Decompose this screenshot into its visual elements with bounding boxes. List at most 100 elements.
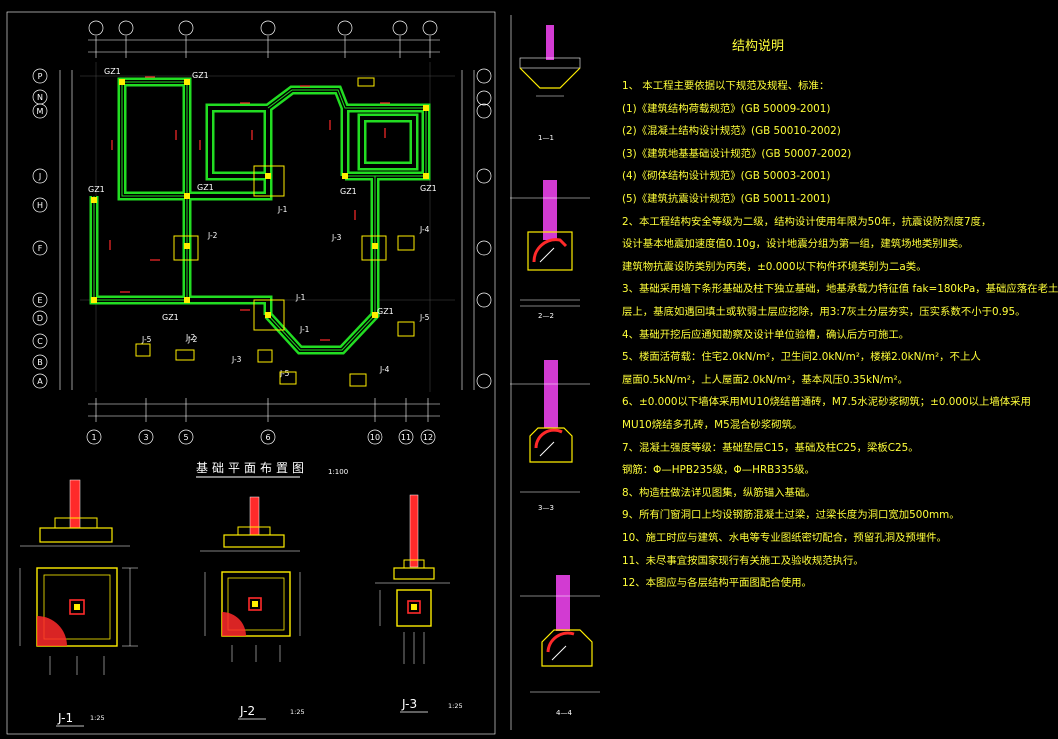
footing-tag: J-1 bbox=[299, 325, 310, 334]
note-line: 层上，基底如遇回填土或软弱土层应挖除，用3:7灰土分层夯实，压实系数不小于0.9… bbox=[622, 306, 1026, 318]
cad-drawing-canvas: 1 3 5 6 10 11 12 P N M J H F E D C B A bbox=[6, 11, 600, 735]
column-label: GZ1 bbox=[340, 187, 357, 196]
axis-y-label: M bbox=[37, 107, 44, 116]
axis-bubbles-left bbox=[32, 68, 48, 389]
axis-y-label: J bbox=[38, 172, 41, 181]
axis-y-label: D bbox=[37, 314, 43, 323]
plan-red-annotations bbox=[109, 76, 390, 341]
axis-labels-left: P N M J H F E D C B A bbox=[37, 72, 44, 386]
column-label: GZ1 bbox=[88, 185, 105, 194]
axis-x-label: 1 bbox=[91, 433, 96, 442]
footing-tag: J-4 bbox=[379, 365, 390, 374]
column-label: GZ1 bbox=[197, 183, 214, 192]
plan-title: 基础平面布置图 bbox=[196, 461, 308, 475]
axis-x-label: 12 bbox=[423, 433, 433, 442]
note-line: MU10烧结多孔砖，M5混合砂浆砌筑。 bbox=[622, 419, 803, 431]
structural-columns bbox=[91, 79, 429, 318]
section-1-1 bbox=[519, 25, 581, 97]
section-label: 4—4 bbox=[556, 709, 572, 717]
footing-tags: J-1 J-2 J-3 J-4 J-5 J-1 J-2 J-3 J-5 J-1 … bbox=[141, 205, 430, 378]
axis-y-label: A bbox=[37, 377, 43, 386]
detail-scale: 1:25 bbox=[448, 702, 463, 710]
section-label: 3—3 bbox=[538, 504, 554, 512]
note-line: 设计基本地震加速度值0.10g，设计地震分组为第一组，建筑场地类别Ⅱ类。 bbox=[622, 238, 969, 251]
column-label: GZ1 bbox=[192, 71, 209, 80]
section-2-2 bbox=[510, 180, 590, 307]
note-line: 5、楼面活荷载：住宅2.0kN/m²，卫生间2.0kN/m²，楼梯2.0kN/m… bbox=[622, 351, 981, 364]
notes-title: 结构说明 bbox=[732, 39, 785, 54]
axis-y-label: P bbox=[38, 72, 43, 81]
axis-y-label: N bbox=[37, 93, 43, 102]
footing-tag: J-2 bbox=[207, 231, 218, 240]
footing-tag: J-1 bbox=[295, 293, 306, 302]
axis-bubbles-top bbox=[88, 20, 438, 36]
column-label: GZ1 bbox=[104, 67, 121, 76]
detail-label: J-2 bbox=[239, 704, 255, 718]
axis-y-label: C bbox=[37, 337, 43, 346]
note-line: 4、基础开挖后应通知勘察及设计单位验槽，确认后方可施工。 bbox=[622, 328, 910, 341]
footing-tag: J-2 bbox=[185, 333, 196, 342]
footing-tag: J-3 bbox=[331, 233, 342, 242]
section-3-3 bbox=[510, 360, 590, 493]
note-line: 1、 本工程主要依据以下规范及规程、标准： bbox=[622, 80, 830, 92]
detail-scale: 1:25 bbox=[90, 714, 105, 722]
note-line: (3)《建筑地基基础设计规范》(GB 50007-2002) bbox=[622, 147, 852, 160]
detail-scale: 1:25 bbox=[290, 708, 305, 716]
axis-y-label: B bbox=[37, 358, 43, 367]
detail-labels: J-1 1:25 J-2 1:25 J-3 1:25 bbox=[57, 697, 463, 725]
detail-j2 bbox=[200, 496, 301, 662]
note-line: 11、未尽事宜按国家现行有关施工及验收规范执行。 bbox=[622, 554, 864, 567]
note-line: 3、基础采用墙下条形基础及柱下独立基础，地基承载力特征值 fak=180kPa，… bbox=[622, 283, 1058, 296]
note-line: 7、混凝土强度等级：基础垫层C15，基础及柱C25，梁板C25。 bbox=[622, 441, 919, 454]
axis-y-label: H bbox=[37, 201, 43, 210]
note-line: 2、本工程结构安全等级为二级，结构设计使用年限为50年，抗震设防烈度7度， bbox=[622, 215, 992, 228]
axis-bubbles-bottom bbox=[86, 429, 436, 445]
note-line: 8、构造柱做法详见图集，纵筋锚入基础。 bbox=[622, 486, 816, 499]
column-labels: GZ1 GZ1 GZ1 GZ1 GZ1 GZ1 GZ1 GZ1 bbox=[88, 67, 437, 322]
note-line: 9、所有门窗洞口上均设钢筋混凝土过梁，过梁长度为洞口宽加500mm。 bbox=[622, 509, 960, 522]
note-line: 12、本图应与各层结构平面图配合使用。 bbox=[622, 577, 812, 590]
footing-tag: J-2 bbox=[187, 335, 198, 344]
section-4-4 bbox=[520, 575, 600, 693]
axis-y-label: E bbox=[37, 296, 42, 305]
note-line: (1)《建筑结构荷载规范》(GB 50009-2001) bbox=[622, 102, 831, 115]
footing-tag: J-5 bbox=[419, 313, 430, 322]
note-line: (2)《混凝土结构设计规范》(GB 50010-2002) bbox=[622, 125, 841, 138]
detail-j3 bbox=[375, 494, 450, 664]
detail-label: J-1 bbox=[57, 711, 73, 725]
note-line: 10、施工时应与建筑、水电等专业图纸密切配合，预留孔洞及预埋件。 bbox=[622, 532, 947, 544]
note-line: 6、±0.000以下墙体采用MU10烧结普通砖，M7.5水泥砂浆砌筑；±0.00… bbox=[622, 396, 1031, 409]
axis-bubbles-right bbox=[476, 68, 492, 389]
axis-x-label: 3 bbox=[143, 433, 148, 442]
axis-x-label: 10 bbox=[370, 433, 380, 442]
column-label: GZ1 bbox=[377, 307, 394, 316]
axis-labels-bottom: 1 3 5 6 10 11 12 bbox=[91, 433, 433, 442]
column-label: GZ1 bbox=[420, 184, 437, 193]
footing-symbols bbox=[135, 77, 415, 387]
isolated-footings bbox=[173, 165, 387, 331]
detail-underlines bbox=[56, 711, 428, 727]
sheet-frame-left bbox=[6, 11, 496, 735]
footing-tag: J-1 bbox=[277, 205, 288, 214]
column-label: GZ1 bbox=[162, 313, 179, 322]
note-line: 钢筋：Φ—HPB235级，Φ—HRB335级。 bbox=[622, 464, 815, 477]
footing-tag: J-3 bbox=[231, 355, 242, 364]
note-line: (4)《砌体结构设计规范》(GB 50003-2001) bbox=[622, 170, 831, 183]
detail-label: J-3 bbox=[401, 697, 417, 711]
axis-x-label: 11 bbox=[401, 433, 411, 442]
axis-x-label: 5 bbox=[183, 433, 188, 442]
footing-tag: J-5 bbox=[279, 369, 290, 378]
detail-j1 bbox=[19, 479, 138, 675]
note-line: (5)《建筑抗震设计规范》(GB 50011-2001) bbox=[622, 193, 831, 205]
section-label: 1—1 bbox=[538, 134, 554, 142]
footing-tag: J-4 bbox=[419, 225, 430, 234]
plan-scale: 1:100 bbox=[328, 468, 348, 476]
note-line: 屋面0.5kN/m²，上人屋面2.0kN/m²，基本风压0.35kN/m²。 bbox=[622, 373, 908, 386]
plan-dimension-lines bbox=[59, 36, 475, 422]
section-label: 2—2 bbox=[538, 312, 554, 320]
section-labels: 1—1 2—2 3—3 4—4 bbox=[538, 134, 572, 717]
note-line: 建筑物抗震设防类别为丙类，±0.000以下构件环境类别为二a类。 bbox=[622, 260, 927, 273]
axis-y-label: F bbox=[38, 244, 43, 253]
footing-tag: J-5 bbox=[141, 335, 152, 344]
axis-x-label: 6 bbox=[265, 433, 270, 442]
